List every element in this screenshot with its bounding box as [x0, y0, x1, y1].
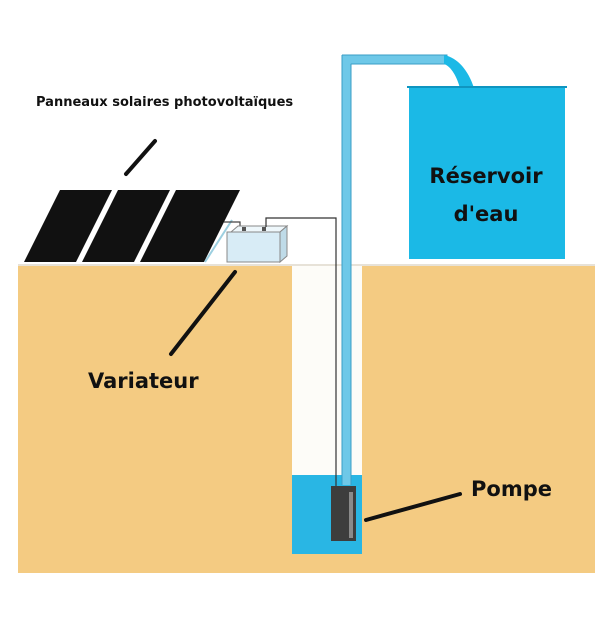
pump-leader: [364, 492, 462, 522]
controller-top: [229, 225, 289, 233]
rising-pipe: [342, 55, 351, 485]
controller-box-icon: [226, 224, 289, 264]
controller-leader: [169, 270, 237, 356]
pump-icon: [331, 486, 356, 541]
pipe-top-horizontal: [342, 54, 448, 65]
controller-terminal-1: [242, 227, 246, 231]
water-tank-icon: [407, 86, 567, 259]
panel-stand: [204, 219, 233, 263]
pump-wire: [265, 217, 337, 488]
pump-label: Pompe: [471, 477, 552, 501]
tank-label-line2: d'eau: [454, 202, 519, 226]
controller-side: [279, 224, 288, 264]
solar-panels-label: Panneaux solaires photovoltaïques: [36, 95, 293, 110]
controller-label: Variateur: [88, 369, 199, 393]
controller-front: [226, 231, 281, 263]
solar-panel-1: [24, 190, 112, 262]
solar-panel-3: [140, 190, 240, 262]
pump-highlight: [349, 492, 353, 538]
solar-panels-leader: [124, 139, 157, 176]
controller-terminal-2: [262, 227, 266, 231]
tank-water: [409, 87, 565, 259]
solar-panel-icon: [24, 190, 240, 263]
solar-panel-2: [82, 190, 170, 262]
water-outflow: [444, 55, 474, 88]
tank-label-line1: Réservoir: [429, 164, 543, 188]
